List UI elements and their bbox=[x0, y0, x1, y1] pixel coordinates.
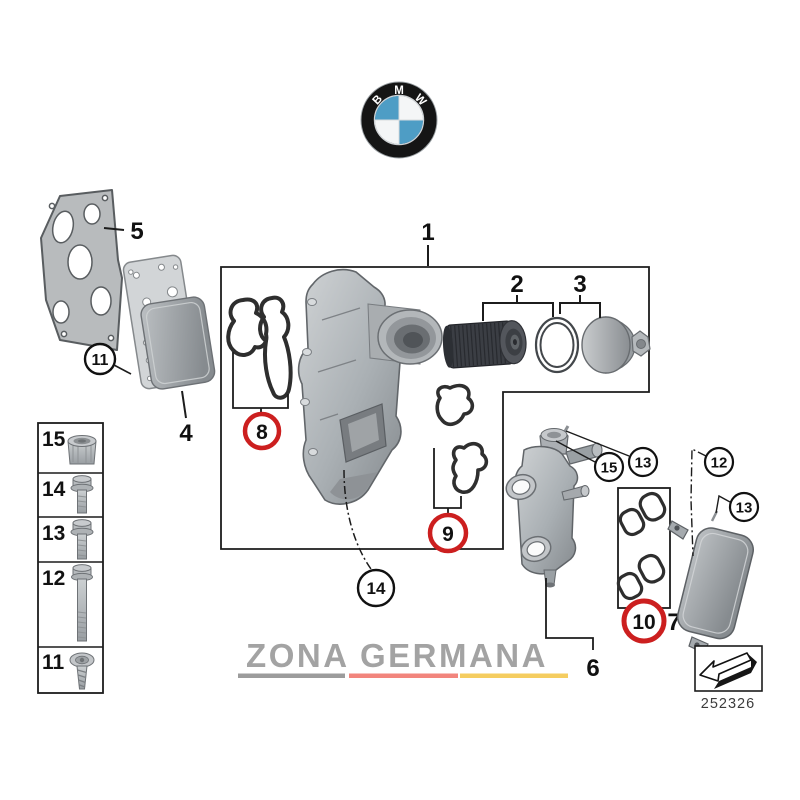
label-part13a: 13 bbox=[635, 455, 652, 472]
leader-line-part11 bbox=[113, 364, 132, 375]
watermark-underline-gray bbox=[238, 673, 345, 678]
label-part3: 3 bbox=[573, 271, 586, 298]
red-circle-callout-8 bbox=[242, 411, 282, 451]
flat-gasket-part5: 5 bbox=[40, 189, 144, 351]
gasket-box-part10 bbox=[616, 487, 671, 613]
circle-callout-14 bbox=[356, 568, 396, 608]
profile-gaskets-part9 bbox=[435, 383, 489, 494]
pan-head-screw-icon bbox=[69, 652, 95, 690]
bmw-letter-m: M bbox=[394, 85, 404, 97]
bracket-part6 bbox=[545, 578, 594, 650]
watermark: ZONA GERMANA bbox=[238, 637, 568, 678]
label-part12: 12 bbox=[711, 455, 728, 472]
bmw-logo: B M W bbox=[360, 81, 438, 159]
reference-box: 252326 bbox=[694, 645, 763, 712]
red-circle-callout-10 bbox=[621, 598, 667, 644]
profile-gaskets-part8 bbox=[226, 295, 293, 400]
circle-callout-12 bbox=[703, 446, 735, 478]
label-part9: 9 bbox=[442, 523, 454, 546]
label-part5: 5 bbox=[130, 218, 143, 245]
watermark-underline-red bbox=[349, 673, 458, 678]
watermark-underline-yellow bbox=[460, 673, 568, 678]
leader-line-part4 bbox=[181, 390, 187, 419]
bracket-part9 bbox=[433, 448, 462, 514]
filter-cap-part3 bbox=[581, 316, 651, 374]
circle-callout-11 bbox=[83, 342, 117, 376]
table-label-11: 11 bbox=[42, 651, 65, 674]
fold-arrow-icon bbox=[699, 652, 757, 689]
bmw-quadrant-top-right bbox=[399, 96, 423, 120]
label-part8: 8 bbox=[256, 421, 268, 444]
label-part2: 2 bbox=[510, 271, 523, 298]
leader-line-part13b bbox=[715, 494, 731, 514]
label-part6: 6 bbox=[586, 655, 599, 682]
leader-line-part14 bbox=[343, 469, 372, 570]
bmw-quadrant-bottom-right bbox=[399, 120, 423, 144]
table-label-12: 12 bbox=[42, 567, 65, 590]
label-part11: 11 bbox=[92, 352, 109, 369]
label-part10: 10 bbox=[632, 611, 655, 634]
oil-filter-element-part2 bbox=[442, 320, 527, 369]
circle-callout-13a bbox=[627, 446, 659, 478]
label-part14: 14 bbox=[367, 579, 386, 598]
label-part4: 4 bbox=[179, 420, 193, 447]
filter-housing-part14: 14 bbox=[297, 268, 443, 608]
leader-line-part15 bbox=[555, 440, 596, 463]
leader-line-part13a bbox=[565, 430, 630, 457]
label-part15: 15 bbox=[601, 460, 618, 477]
bracket-part8 bbox=[232, 352, 289, 413]
leader-line-part12 bbox=[690, 447, 707, 557]
circle-callout-15 bbox=[593, 451, 625, 483]
bracket-part3 bbox=[559, 295, 601, 318]
reference-code: 252326 bbox=[701, 696, 755, 712]
hex-flange-bolt-icon bbox=[70, 519, 94, 560]
watermark-text: ZONA GERMANA bbox=[246, 637, 548, 674]
hex-bolt-short-icon bbox=[70, 475, 94, 514]
label-part1: 1 bbox=[421, 219, 434, 246]
table-label-14: 14 bbox=[42, 478, 66, 501]
flanged-cap-nut-icon bbox=[67, 435, 97, 465]
bmw-quadrant-top-left bbox=[375, 96, 399, 120]
leader-line-part5 bbox=[103, 227, 125, 231]
filter-housing-part6 bbox=[505, 425, 603, 588]
bmw-quadrant-bottom-left bbox=[375, 120, 399, 144]
label-part13b: 13 bbox=[736, 500, 753, 517]
main-assembly-box-part1 bbox=[220, 266, 650, 550]
table-label-15: 15 bbox=[42, 428, 66, 451]
oil-cooler-part4: 4 11 bbox=[83, 254, 216, 447]
table-label-13: 13 bbox=[42, 522, 65, 545]
oil-cooler-part7 bbox=[667, 510, 754, 654]
hex-bolt-long-icon bbox=[71, 564, 93, 642]
o-ring-part3 bbox=[534, 316, 580, 374]
bracket-part2 bbox=[482, 295, 554, 321]
red-circle-callout-9 bbox=[427, 512, 469, 554]
circle-callout-13b bbox=[728, 491, 760, 523]
fastener-table: 15 14 13 12 bbox=[37, 422, 104, 694]
